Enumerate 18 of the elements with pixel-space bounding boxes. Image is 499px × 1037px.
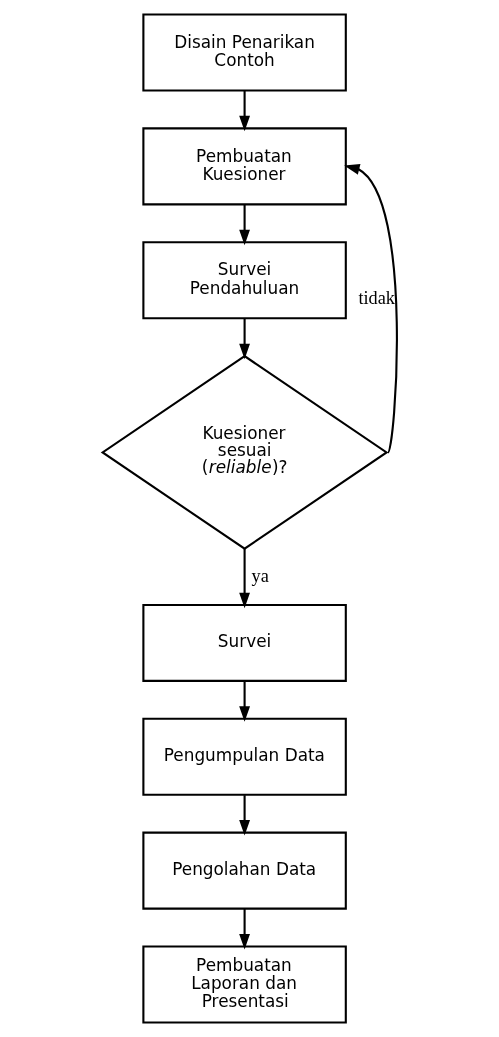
node-diamond: Kuesioner sesuai (reliable)? — [100, 354, 388, 550]
node-box: Pengolahan Data — [141, 831, 347, 910]
node-box: Pembuatan Kuesioner — [141, 127, 347, 206]
arrow — [238, 795, 250, 836]
edge-label: tidak — [357, 287, 395, 308]
arrow — [238, 90, 250, 132]
node-box: Disain Penarikan Contoh — [141, 13, 347, 92]
node-box: Survei Pendahuluan — [141, 241, 347, 320]
node-box: Survei — [141, 603, 347, 682]
node-box: Pembuatan Laporan dan Presentasi — [141, 945, 347, 1024]
arrow — [238, 548, 250, 609]
arrow — [238, 204, 250, 246]
node-box: Pengumpulan Data — [141, 717, 347, 796]
edge-label: ya — [251, 565, 269, 586]
arrow — [343, 164, 398, 453]
arrow — [238, 681, 250, 722]
arrow — [238, 909, 250, 950]
arrow — [238, 318, 250, 360]
